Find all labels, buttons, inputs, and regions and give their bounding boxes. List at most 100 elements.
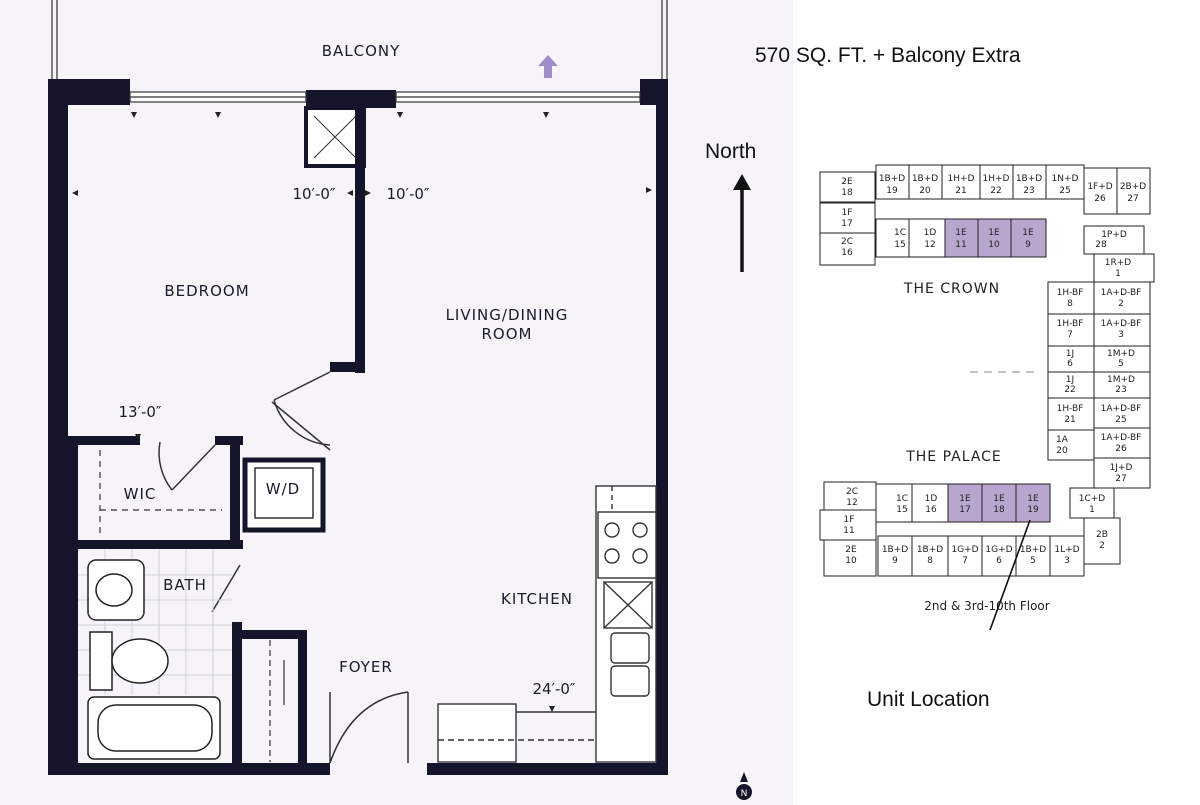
unit-label: 27 [1127, 194, 1138, 204]
unit-label: 1E [1022, 228, 1034, 238]
shaft [304, 106, 366, 168]
unit-cell [1047, 313, 1095, 347]
unit-cell [981, 535, 1017, 577]
unit-cell [908, 218, 946, 258]
washer-dryer [242, 457, 326, 533]
unit-label: 23 [1023, 186, 1034, 196]
dimension-bedroom-width: 10′-0″ [292, 185, 335, 203]
unit-cell [1093, 253, 1155, 283]
building-label-palace: THE PALACE [905, 449, 1002, 465]
unit-label: 1D [925, 494, 938, 504]
unit-label: 1B+D [1020, 545, 1046, 555]
unit-label: 1F [842, 208, 853, 218]
unit-cell [1047, 429, 1095, 461]
unit-label: 2 [1099, 541, 1105, 551]
exterior-walls [48, 79, 668, 775]
unit-cell [1093, 313, 1151, 347]
unit-label: 11 [955, 240, 966, 250]
unit-cell [941, 164, 981, 200]
unit-cell [823, 539, 877, 577]
unit-label: 5 [1030, 556, 1036, 566]
room-label-living-dining-2: ROOM [482, 325, 533, 343]
unit-cell [944, 218, 979, 258]
unit-label: 1M+D [1107, 375, 1135, 385]
compass-letter: N [741, 789, 748, 799]
unit-label: 2 [1118, 299, 1124, 309]
room-label-bath: BATH [163, 576, 207, 594]
unit-cell [977, 218, 1012, 258]
unit-pointer-line [989, 519, 1031, 630]
unit-label: 1A+D-BF [1101, 319, 1142, 329]
unit-label: 12 [846, 498, 857, 508]
unit-label: 15 [896, 505, 907, 515]
unit-cell [1093, 457, 1151, 489]
unit-cell [1093, 397, 1151, 429]
unit-label: 12 [924, 240, 935, 250]
unit-cell [1083, 167, 1118, 215]
unit-cell [1047, 281, 1095, 315]
unit-label: 11 [843, 526, 854, 536]
unit-cell [1069, 487, 1115, 519]
unit-label: 1E [993, 494, 1005, 504]
room-label-foyer: FOYER [339, 658, 393, 676]
unit-cell [875, 218, 910, 258]
unit-label: 10 [988, 240, 1000, 250]
unit-label: 1E [988, 228, 1000, 238]
foyer-closet [269, 640, 285, 762]
unit-label: 2E [841, 177, 853, 187]
doors [158, 371, 409, 764]
unit-label: 1H-BF [1057, 288, 1084, 298]
unit-label: 18 [993, 505, 1005, 515]
unit-cell [911, 483, 949, 523]
room-label-balcony: BALCONY [322, 42, 401, 60]
unit-cell [1015, 483, 1051, 523]
floor-plan: BALCONY BEDROOM LIVING/DINING ROOM WIC W… [48, 0, 752, 800]
unit-cell [981, 483, 1017, 523]
unit-label: 2C [846, 487, 858, 497]
unit-label: 1B+D [1016, 174, 1042, 184]
unit-label: 19 [1027, 505, 1039, 515]
unit-label: 1 [1089, 505, 1095, 515]
unit-label: 16 [925, 505, 937, 515]
north-label: North [705, 140, 757, 163]
area-label: 570 SQ. FT. + Balcony Extra [755, 44, 1021, 67]
floor-plan-panel: BALCONY BEDROOM LIVING/DINING ROOM WIC W… [0, 0, 793, 805]
key-plan: 2E 18 1B+D 19 1B+D 20 1H+D 21 1H+D 22 1B… [819, 164, 1155, 630]
unit-label: 1H+D [983, 174, 1010, 184]
unit-label: 1H-BF [1057, 404, 1084, 414]
unit-label: 21 [955, 186, 966, 196]
unit-label: 6 [996, 556, 1002, 566]
unit-label: 1C [896, 494, 908, 504]
unit-label: 1A [1056, 435, 1069, 445]
unit-cell [875, 164, 910, 200]
unit-label: 26 [1094, 194, 1106, 204]
unit-label: 1P+D [1101, 230, 1127, 240]
unit-label: 1F [844, 515, 855, 525]
unit-cell [819, 171, 876, 203]
unit-cell [908, 164, 943, 200]
unit-label: 1J [1066, 349, 1074, 359]
unit-cell [911, 535, 949, 577]
unit-label: 17 [959, 505, 970, 515]
unit-cell [979, 164, 1014, 200]
unit-label: 1D [924, 228, 937, 238]
unit-cell [819, 232, 876, 266]
unit-label: 22 [1064, 385, 1075, 395]
dimension-living-depth: 24′-0″ [532, 680, 575, 698]
unit-label: 2C [841, 237, 853, 247]
unit-label: 8 [927, 556, 933, 566]
unit-label: 3 [1118, 330, 1124, 340]
unit-label: 21 [1064, 415, 1075, 425]
room-label-kitchen: KITCHEN [501, 590, 573, 608]
unit-label: 1J+D [1110, 463, 1133, 473]
unit-label: 1E [959, 494, 971, 504]
bath-fixtures [87, 559, 221, 760]
unit-label: 1B+D [917, 545, 943, 555]
kitchen-counters [437, 485, 657, 763]
key-plan-cells [819, 164, 1155, 577]
unit-cell [819, 509, 877, 541]
unit-label: 2B+D [1120, 182, 1146, 192]
unit-label: 1R+D [1105, 258, 1132, 268]
unit-cell [1047, 397, 1095, 431]
unit-label: 1L+D [1054, 545, 1079, 555]
